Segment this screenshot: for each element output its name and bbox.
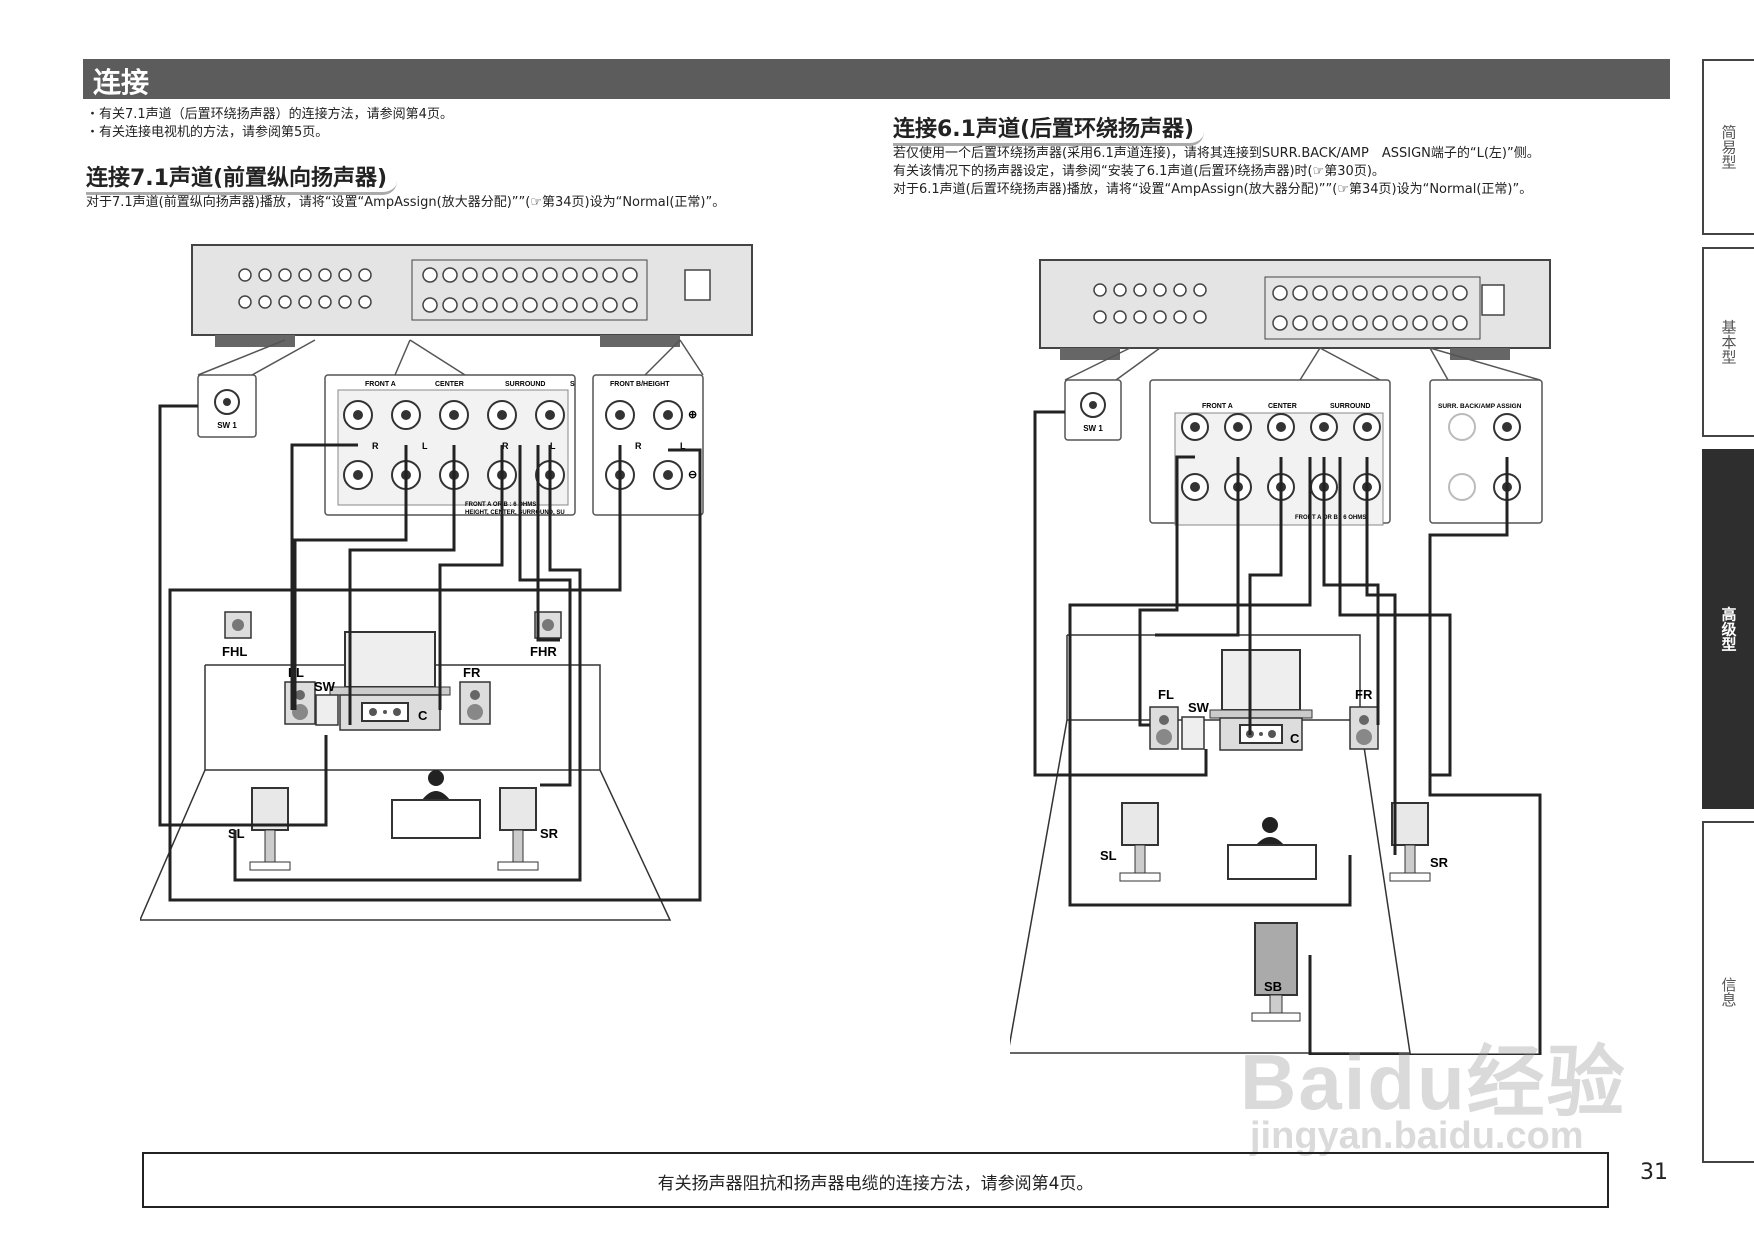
speaker-terminal-panel-b xyxy=(592,374,704,516)
side-tab-advanced[interactable]: 高级型 xyxy=(1702,449,1754,809)
listener xyxy=(1262,817,1278,833)
notes: ・有关7.1声道（后置环绕扬声器）的连接方法，请参阅第4页。 ・有关连接电视机的… xyxy=(86,106,886,142)
panel-label: CENTER xyxy=(435,381,464,388)
note-item: ・有关连接电视机的方法，请参阅第5页。 xyxy=(86,125,329,140)
receiver-rear-panel xyxy=(191,244,753,336)
spec-text: FRONT A OR B : 6 OHMS xyxy=(1295,515,1366,521)
terminal-label-l: L xyxy=(680,441,686,451)
panel-label: FRONT A xyxy=(1202,403,1233,410)
tv xyxy=(1221,649,1301,711)
speaker-cables xyxy=(158,404,702,902)
footer-note: 有关扬声器阻抗和扬声器电缆的连接方法，请参阅第4页。 xyxy=(657,1174,1094,1194)
speaker-label-sw: SW xyxy=(314,679,336,694)
receiver-foot xyxy=(1060,348,1120,360)
paragraph: 对于6.1声道(后置环绕扬声器)播放，请将“设置“AmpAssign(放大器分配… xyxy=(893,182,1533,197)
front-height-left-speaker xyxy=(224,611,252,639)
speaker-label-fr: FR xyxy=(463,665,481,680)
side-tab-label: 信息 xyxy=(1719,977,1738,1007)
speaker-label-fhr: FHR xyxy=(530,644,557,659)
side-tab-label: 简易型 xyxy=(1719,124,1738,170)
speaker-label-fhl: FHL xyxy=(222,644,247,659)
tv xyxy=(344,631,436,688)
section-text-left: 对于7.1声道(前置纵向扬声器)播放，请将“设置“AmpAssign(放大器分配… xyxy=(86,195,726,210)
ac-inlet xyxy=(1481,284,1505,316)
speaker-label-sr: SR xyxy=(540,826,559,841)
watermark-url: jingyan.baidu.com xyxy=(1250,1115,1584,1157)
speaker-cables xyxy=(1033,410,1542,1055)
speaker-label-sr: SR xyxy=(1430,855,1449,870)
receiver-jacks xyxy=(238,267,638,313)
speaker-terminal-panel-b xyxy=(1429,379,1543,524)
section-text-right: 若仅使用一个后置环绕扬声器(采用6.1声道连接)，请将其连接到SURR.BACK… xyxy=(893,145,1673,199)
section-title-right: 连接6.1声道(后置环绕扬声器) xyxy=(893,111,1205,146)
section-header-bar: 连接 xyxy=(83,59,1670,99)
surround-right-speaker xyxy=(1391,802,1429,846)
diagram-7-1-front-height: SW 1 FRONT A CENTER SURROUND S R L R L F… xyxy=(140,244,753,921)
subwoofer xyxy=(315,694,339,726)
watermark-logo: Baidu经验 xyxy=(1240,1038,1627,1126)
speaker-label-c: C xyxy=(1290,731,1300,746)
listener xyxy=(428,770,444,786)
sw-jack-label: SW 1 xyxy=(217,421,237,430)
footer-note-box: 有关扬声器阻抗和扬声器电缆的连接方法，请参阅第4页。 xyxy=(142,1152,1609,1208)
paragraph: 有关该情况下的扬声器设定，请参阅“安装了6.1声道(后置环绕扬声器)时(☞第30… xyxy=(893,164,1385,179)
tv-stand xyxy=(339,694,441,731)
surround-left-speaker xyxy=(1121,802,1159,846)
panel-label: SURROUND xyxy=(1330,403,1370,410)
page-number: 31 xyxy=(1640,1160,1668,1185)
speaker-label-fl: FL xyxy=(1158,687,1174,702)
receiver-jacks xyxy=(1093,283,1468,331)
terminal-label-r: R xyxy=(502,441,509,451)
ac-inlet xyxy=(684,269,711,301)
spec-text: HEIGHT, CENTER, SURROUND, SU xyxy=(465,510,565,516)
panel-label: SURR. BACK/AMP ASSIGN xyxy=(1438,403,1522,410)
section-title-left: 连接7.1声道(前置纵向扬声器) xyxy=(86,160,398,195)
diagram-6-1-surround-back: SW 1 FRONT A CENTER SURROUND FRONT A OR … xyxy=(1010,259,1551,1055)
minus-symbol: ⊖ xyxy=(688,469,697,481)
subwoofer xyxy=(1181,716,1205,750)
speaker-label-sb: SB xyxy=(1264,979,1282,994)
side-tab-quick[interactable]: 简易型 xyxy=(1702,59,1754,235)
speaker-label-fr: FR xyxy=(1355,687,1373,702)
terminal-label-r: R xyxy=(372,441,379,451)
panel-label: CENTER xyxy=(1268,403,1297,410)
speaker-label-sl: SL xyxy=(1100,848,1117,863)
terminal-label-l: L xyxy=(550,441,556,451)
side-tab-info[interactable]: 信息 xyxy=(1702,821,1754,1163)
panel-label: SURROUND xyxy=(505,381,545,388)
terminal-label-l: L xyxy=(422,441,428,451)
note-item: ・有关7.1声道（后置环绕扬声器）的连接方法，请参阅第4页。 xyxy=(86,107,453,122)
plus-symbol: ⊕ xyxy=(688,409,697,421)
speaker-label-sw: SW xyxy=(1188,700,1210,715)
receiver-foot xyxy=(600,335,680,347)
receiver-rear-panel xyxy=(1039,259,1551,349)
side-tab-label: 高级型 xyxy=(1719,606,1738,652)
surround-back-speaker xyxy=(1254,922,1298,996)
panel-label: FRONT B/HEIGHT xyxy=(610,381,670,388)
side-tab-label: 基本型 xyxy=(1719,319,1738,365)
terminal-label-r: R xyxy=(635,441,642,451)
surround-right-speaker xyxy=(499,787,537,831)
panel-label: FRONT A xyxy=(365,381,396,388)
receiver-foot xyxy=(1450,348,1510,360)
section-header-title: 连接 xyxy=(93,66,150,99)
paragraph: 若仅使用一个后置环绕扬声器(采用6.1声道连接)，请将其连接到SURR.BACK… xyxy=(893,146,1540,161)
panel-label: S xyxy=(570,381,575,388)
side-tab-basic[interactable]: 基本型 xyxy=(1702,247,1754,437)
speaker-label-c: C xyxy=(418,708,428,723)
sw-jack-label: SW 1 xyxy=(1083,424,1103,433)
sofa xyxy=(391,799,481,839)
sofa xyxy=(1227,844,1317,880)
